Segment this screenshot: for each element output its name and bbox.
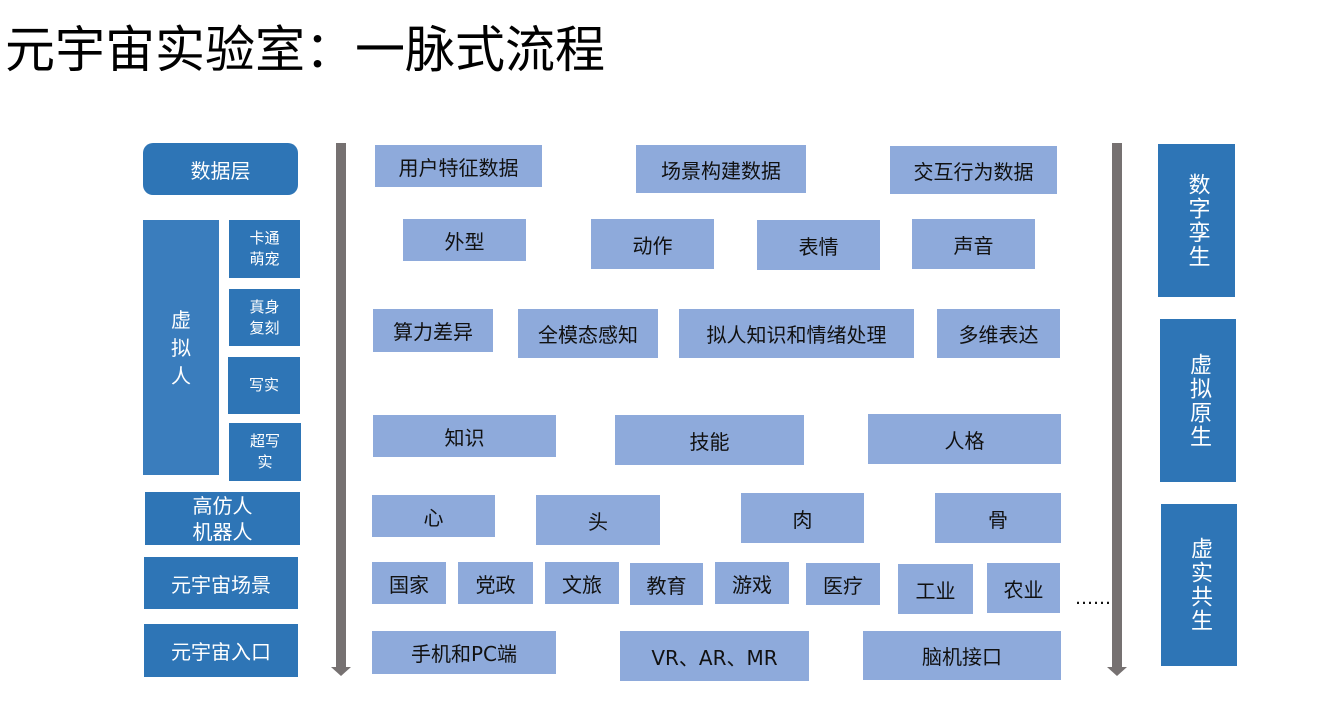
user-feature-data-box: 用户特征数据 bbox=[375, 145, 542, 187]
personality-box: 人格 bbox=[868, 414, 1061, 464]
multi-expression-box: 多维表达 bbox=[937, 309, 1060, 358]
flesh-box: 肉 bbox=[741, 493, 864, 543]
knowledge-box: 知识 bbox=[373, 415, 556, 457]
digital-twin-label: 数字孪生 bbox=[1184, 172, 1210, 269]
voice-box: 声音 bbox=[912, 219, 1035, 269]
page-title: 元宇宙实验室：一脉式流程 bbox=[5, 21, 605, 79]
hyper-realistic-box: 超写实 bbox=[229, 423, 301, 481]
left-down-arrow bbox=[331, 143, 351, 676]
multimodal-perception-box: 全模态感知 bbox=[518, 309, 658, 358]
appearance-box: 外型 bbox=[403, 219, 526, 261]
compute-diff-box: 算力差异 bbox=[373, 309, 493, 352]
virtual-native-label: 虚拟原生 bbox=[1186, 352, 1211, 449]
metaverse-entry-box: 元宇宙入口 bbox=[144, 624, 298, 677]
agriculture-box: 农业 bbox=[987, 563, 1060, 613]
knowledge-emotion-box: 拟人知识和情绪处理 bbox=[679, 309, 914, 358]
motion-box: 动作 bbox=[591, 219, 714, 269]
right-down-arrow bbox=[1107, 143, 1127, 676]
metaverse-scene-box: 元宇宙场景 bbox=[144, 557, 298, 609]
real-clone-box: 真身复刻 bbox=[229, 289, 300, 346]
virtual-native-box: 虚拟原生 bbox=[1160, 319, 1236, 482]
vr-ar-mr-box: VR、AR、MR bbox=[620, 631, 809, 681]
humanoid-robot-box: 高仿人机器人 bbox=[145, 492, 300, 545]
virtual-human-box: 虚拟人 bbox=[143, 220, 219, 475]
state-box: 国家 bbox=[372, 562, 446, 604]
virtual-real-coexist-label: 虚实共生 bbox=[1187, 537, 1212, 633]
culture-tourism-box: 文旅 bbox=[545, 562, 619, 604]
education-box: 教育 bbox=[630, 563, 703, 605]
virtual-real-coexist-box: 虚实共生 bbox=[1161, 504, 1237, 666]
medical-box: 医疗 bbox=[806, 563, 880, 605]
heart-box: 心 bbox=[372, 495, 495, 537]
mobile-pc-box: 手机和PC端 bbox=[372, 631, 556, 674]
bone-box: 骨 bbox=[935, 493, 1061, 543]
more-ellipsis: …… bbox=[1075, 588, 1111, 609]
interaction-data-box: 交互行为数据 bbox=[890, 146, 1057, 194]
skill-box: 技能 bbox=[615, 415, 804, 465]
head-box: 头 bbox=[536, 495, 660, 545]
industry-box: 工业 bbox=[898, 564, 973, 614]
government-box: 党政 bbox=[458, 562, 533, 604]
realistic-box: 写实 bbox=[228, 357, 300, 414]
scene-build-data-box: 场景构建数据 bbox=[636, 145, 806, 193]
digital-twin-box: 数字孪生 bbox=[1158, 144, 1235, 297]
expression-box: 表情 bbox=[757, 220, 880, 270]
data-layer-box: 数据层 bbox=[143, 143, 298, 195]
brain-computer-box: 脑机接口 bbox=[863, 631, 1061, 680]
gaming-box: 游戏 bbox=[715, 562, 789, 604]
cartoon-pet-box: 卡通萌宠 bbox=[229, 220, 300, 278]
